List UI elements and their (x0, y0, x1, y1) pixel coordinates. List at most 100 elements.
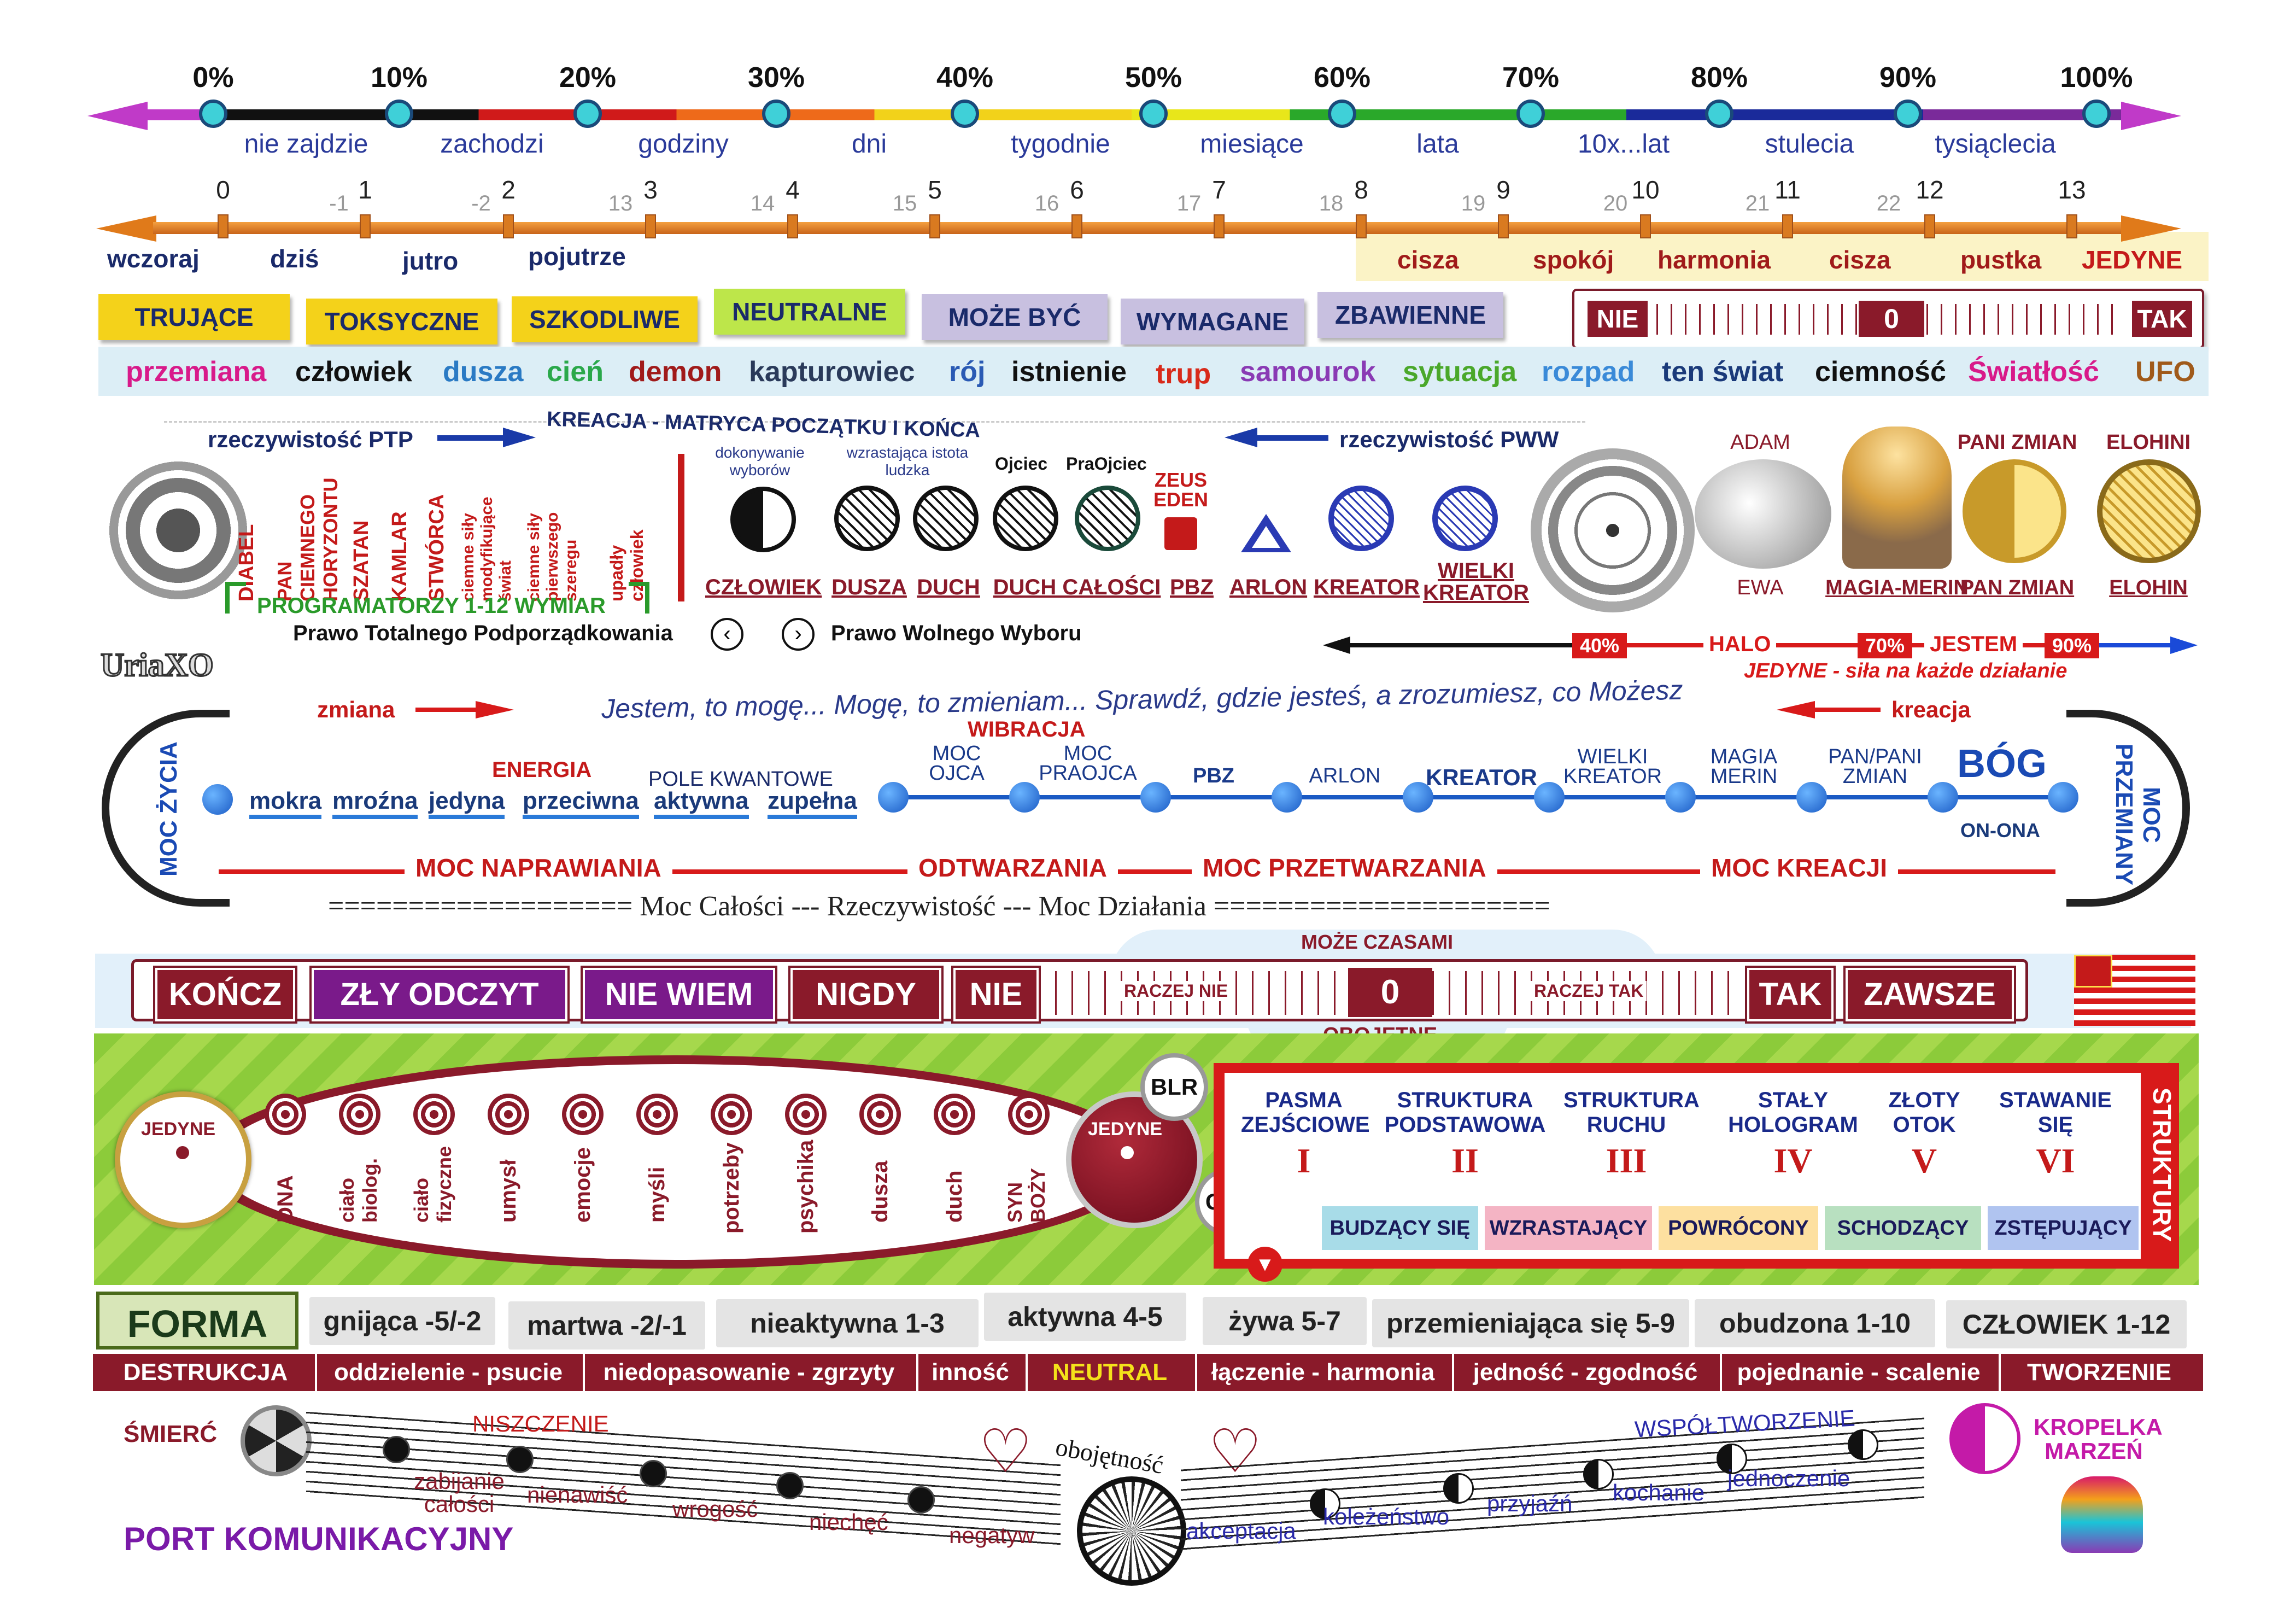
chevron-left-icon[interactable]: ‹ (711, 618, 743, 651)
destruction-item: inność (916, 1354, 1022, 1391)
yin-yang-icon (730, 487, 796, 552)
gauge2-top-label: MOŻE CZASAMI (1301, 931, 1453, 953)
under-label: WIELKI KREATOR (1422, 559, 1530, 605)
target-icon (636, 1094, 678, 1135)
day-tick (1356, 214, 1367, 238)
forma-item: martwa -2/-1 (508, 1301, 705, 1350)
pct-10: 10% (370, 62, 428, 94)
word: rozpad (1542, 356, 1635, 388)
destruction-item: łączenie - harmonia (1195, 1354, 1449, 1391)
day-tick (2066, 214, 2077, 238)
word: sytuacja (1403, 356, 1517, 388)
halo-label: HALO (1703, 632, 1777, 657)
day-label: pojutrze (528, 242, 626, 271)
under-label: DUCH CAŁOŚCI (993, 575, 1161, 599)
badge-moze-byc: MOŻE BYĆ (922, 294, 1108, 340)
matrix-frame (164, 421, 1585, 614)
niszczenie-label: NISZCZENIE (472, 1411, 609, 1436)
pct-60: 60% (1313, 62, 1371, 94)
badge-neutralne: NEUTRALNE (714, 289, 905, 335)
halo-caption: JEDYNE - siła na każde działanie (1744, 659, 2067, 682)
day-num: 8 (1354, 176, 1368, 204)
power-node (1534, 782, 1565, 813)
badge-szkodliwe: SZKODLIWE (512, 296, 698, 342)
target-icon (859, 1094, 901, 1135)
gauge-no[interactable]: NIE (1588, 301, 1648, 337)
broken-heart-icon: ♡ (979, 1418, 1033, 1485)
radiation-small-icon (506, 1446, 534, 1473)
day-num: 12 (1916, 176, 1944, 204)
scale-node (1328, 100, 1356, 128)
node-label: MOC OJCA (929, 742, 985, 785)
yin-yang-small-icon (1717, 1444, 1747, 1474)
zawsze-button[interactable]: ZAWSZE (1846, 968, 2014, 1021)
grey-num: 16 (1034, 191, 1059, 215)
blr-mirror[interactable]: BLR (1140, 1053, 1208, 1121)
law-right-label: Prawo Wolnego Wyboru (831, 621, 1082, 645)
destruction-item: TWORZENIE (1999, 1354, 2198, 1391)
matrix-right-disc (1531, 448, 1695, 612)
forma-item: przemieniająca się 5-9 (1372, 1299, 1689, 1347)
target-icon (339, 1094, 380, 1135)
day-tick (1214, 214, 1225, 238)
rainbow-heart-icon (2061, 1476, 2143, 1553)
forma-item: aktywna 4-5 (984, 1293, 1186, 1341)
gauge2-zero[interactable]: 0 (1348, 968, 1432, 1017)
zly-odczyt-button[interactable]: ZŁY ODCZYT (312, 968, 567, 1021)
word: dusza (443, 356, 524, 388)
sphere-label: ciało fizyczne (410, 1146, 455, 1223)
sphere-label: umysł (496, 1159, 520, 1223)
p70-badge: 70% (1858, 633, 1912, 658)
pct-100: 100% (2060, 62, 2133, 94)
time-label: zachodzi (440, 130, 544, 159)
pww-arrow-icon (1257, 435, 1328, 441)
power-node (2048, 782, 2078, 813)
energia-label: ENERGIA (492, 758, 592, 782)
roman-numeral: I (1297, 1141, 1311, 1180)
state-label: pustka (1960, 246, 2042, 274)
bottom-label: ODTWARZANIA (907, 853, 1118, 883)
nigdy-button[interactable]: NIGDY (790, 968, 941, 1021)
sphere-label: ciało biolog. (336, 1158, 381, 1223)
node-label: WIELKI KREATOR (1563, 745, 1662, 788)
radiation-small-icon (907, 1486, 935, 1514)
grid-sphere-icon (913, 486, 979, 551)
oval-gap-bottom (230, 897, 2066, 913)
halo-line-blue (2099, 643, 2176, 647)
green-bracket-left (225, 582, 246, 614)
time-label: nie zajdzie (244, 130, 368, 159)
motion-badge: BUDZĄCY SIĘ (1322, 1206, 1478, 1250)
day-num: 11 (1774, 176, 1801, 204)
day-tick (503, 214, 514, 238)
thumbs-down-icon[interactable]: ▼ (1247, 1247, 1282, 1282)
destruction-item: jedność - zgodność (1452, 1354, 1717, 1391)
nie-wiem-button[interactable]: NIE WIEM (583, 968, 775, 1021)
neg-label: niechęć (809, 1509, 888, 1535)
programmer: ciemne siły modyfikujące świat (459, 496, 514, 601)
jedyne-left-label: JEDYNE (141, 1119, 216, 1140)
grey-num: 22 (1876, 191, 1901, 215)
motion-badge: ZSTĘPUJĄCY (1988, 1206, 2139, 1250)
day-num: 0 (216, 176, 230, 204)
destruction-item: NEUTRAL (1026, 1354, 1192, 1391)
pct-30: 30% (747, 62, 805, 94)
roman-numeral: II (1451, 1141, 1479, 1180)
gauge-zero[interactable]: 0 (1859, 301, 1924, 337)
nie-button[interactable]: NIE (953, 968, 1039, 1021)
port-label: PORT KOMUNIKACYJNY (124, 1521, 514, 1557)
day-scale (0, 164, 2296, 284)
gold-mandala-icon (2097, 459, 2201, 563)
node-line (891, 795, 2066, 799)
scale-node (573, 100, 602, 128)
tak-button[interactable]: TAK (1747, 968, 1834, 1021)
chevron-right-icon[interactable]: › (782, 618, 815, 651)
word-strip (98, 347, 2209, 396)
gauge-yes[interactable]: TAK (2132, 301, 2192, 337)
grey-num: 18 (1319, 191, 1344, 215)
state-label: cisza (1829, 246, 1891, 274)
scale-node (1516, 100, 1545, 128)
node-label: ARLON (1309, 764, 1381, 787)
word: kapturowiec (749, 356, 915, 388)
radiation-small-icon (640, 1460, 667, 1487)
konczbutton[interactable]: KOŃCZ (155, 968, 295, 1021)
